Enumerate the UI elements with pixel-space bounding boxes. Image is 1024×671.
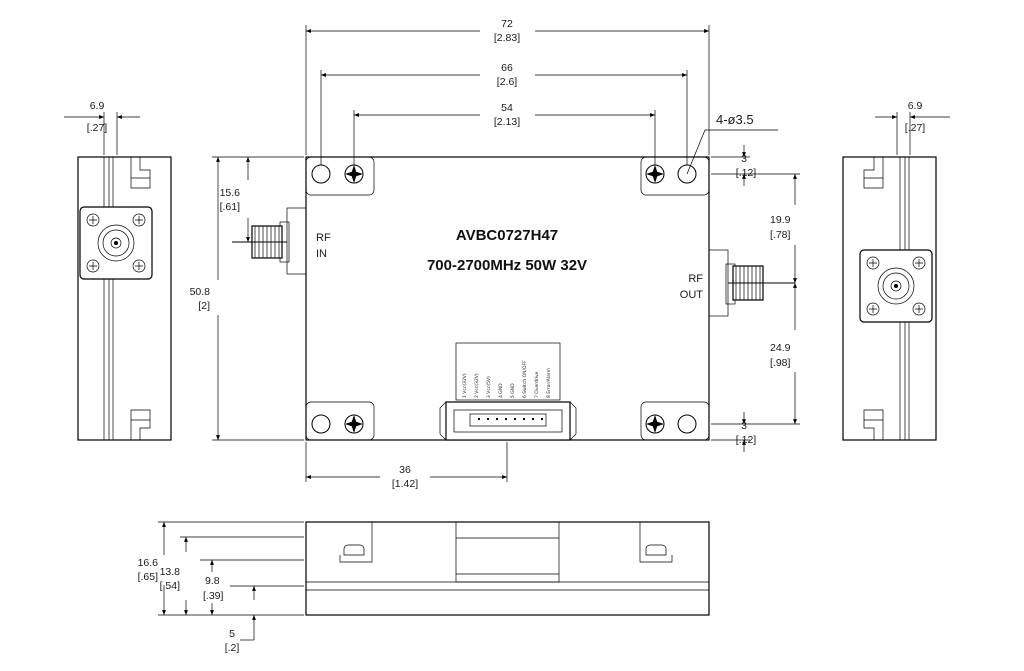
top-dimensions: 72 [2.83] 66 [2.6] 54 [2.13] 36 [1.42] 5… <box>190 18 800 490</box>
model-title: AVBC0727H47 <box>456 227 558 244</box>
dim-3-top-mm: 3 <box>741 153 747 165</box>
screw-icon <box>645 164 665 184</box>
dim-side-right-mm: 6.9 <box>908 100 923 112</box>
dim-66-in: [2.6] <box>497 76 518 88</box>
front-dimensions: 16.6 [.65] 13.8 [.54] 9.8 [.39] 5 [.2] <box>138 521 304 654</box>
dim-16-6-mm: 16.6 <box>138 557 159 569</box>
dim-72-in: [2.83] <box>494 32 520 44</box>
hole-callout: 4-ø3.5 <box>716 112 754 127</box>
front-view <box>305 521 710 616</box>
left-side-view: 6.9 [.27] <box>64 100 172 441</box>
dim-5-mm: 5 <box>229 628 235 640</box>
pin-labels: 1 Vcc(32V) 2 Vcc(32V) 3 Vcc(5V) 4 GND 5 … <box>462 360 552 398</box>
dim-9-8-in: [.39] <box>203 590 224 602</box>
dim-50-8-in: [2] <box>198 300 210 312</box>
pin-label: 8 Error/Alarm <box>546 368 552 398</box>
dim-16-6-in: [.65] <box>138 571 159 583</box>
dim-36-in: [1.42] <box>392 478 418 490</box>
dim-50-8-mm: 50.8 <box>190 286 211 298</box>
pin-label: 5 GND <box>510 383 516 398</box>
dim-13-8-in: [.54] <box>160 580 181 592</box>
spec-title: 700-2700MHz 50W 32V <box>427 257 587 274</box>
dim-9-8-mm: 9.8 <box>205 575 220 587</box>
rf-in-label: RF <box>316 232 331 244</box>
dim-36-mm: 36 <box>399 464 411 476</box>
rf-in-label-2: IN <box>316 248 327 260</box>
dim-side-left-mm: 6.9 <box>90 100 105 112</box>
screw-icon <box>344 164 364 184</box>
screw-icon <box>344 414 364 434</box>
pin-label: 6 Switch ON/OFF <box>522 360 528 398</box>
pin-label: 4 GND <box>498 383 504 398</box>
pin-label: 7 Overdrive <box>534 371 540 398</box>
rf-out-connector <box>708 249 795 317</box>
pin-label: 3 Vcc(5V) <box>486 376 492 398</box>
rf-out-label-2: OUT <box>680 289 704 301</box>
rf-in-connector <box>232 207 307 275</box>
dim-15-6-mm: 15.6 <box>220 187 241 199</box>
top-view: RF IN RF OUT AVBC0727H47 700-2700MHz 50W… <box>232 112 795 441</box>
dim-side-right-in: [.27] <box>905 122 926 134</box>
dim-24-9-mm: 24.9 <box>770 342 791 354</box>
right-side-view: 6.9 [.27] <box>842 100 950 441</box>
dim-72-mm: 72 <box>501 18 513 30</box>
dim-3-top-in: [.12] <box>736 167 757 179</box>
dim-19-9-mm: 19.9 <box>770 214 791 226</box>
dim-13-8-mm: 13.8 <box>160 566 181 578</box>
control-connector <box>439 401 577 441</box>
dim-15-6-in: [.61] <box>220 201 241 213</box>
dim-24-9-in: [.98] <box>770 357 791 369</box>
dim-5-in: [.2] <box>225 642 240 654</box>
dim-54-in: [2.13] <box>494 116 520 128</box>
dim-66-mm: 66 <box>501 62 513 74</box>
dim-side-left-in: [.27] <box>87 122 108 134</box>
dim-3-bottom-mm: 3 <box>741 420 747 432</box>
screw-icon <box>645 414 665 434</box>
rf-out-label: RF <box>688 273 703 285</box>
dim-19-9-in: [.78] <box>770 229 791 241</box>
pin-label: 1 Vcc(32V) <box>462 373 468 398</box>
pin-label: 2 Vcc(32V) <box>474 373 480 398</box>
dim-3-bottom-in: [.12] <box>736 434 757 446</box>
dim-54-mm: 54 <box>501 102 513 114</box>
